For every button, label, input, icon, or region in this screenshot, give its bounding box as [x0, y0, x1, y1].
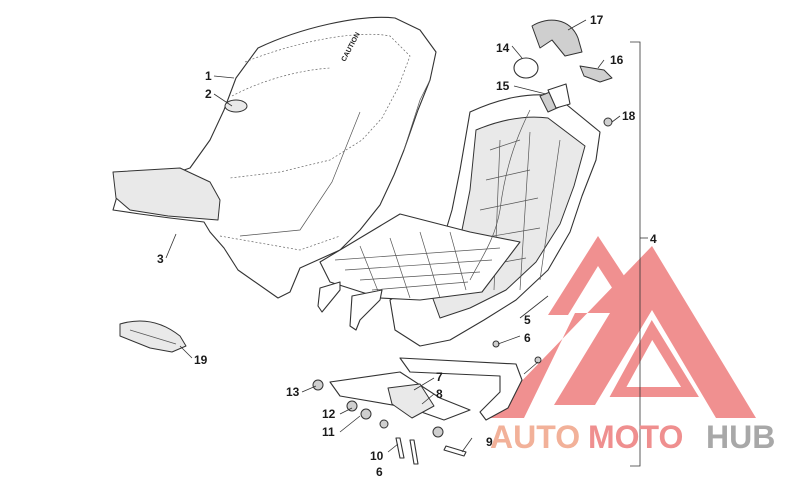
- callout-18: 18: [622, 109, 636, 123]
- callout-9: 9: [486, 435, 493, 449]
- watermark-small-triangle-icon: [609, 320, 699, 397]
- callout-14: 14: [496, 41, 510, 55]
- callout-10: 10: [370, 449, 384, 463]
- callout-6a: 6: [524, 331, 531, 345]
- callout-8: 8: [436, 387, 443, 401]
- callout-16: 16: [610, 53, 624, 67]
- callout-2: 2: [205, 87, 212, 101]
- callout-3: 3: [157, 252, 164, 266]
- callout-19: 19: [194, 353, 208, 367]
- seat-frame-tub: [317, 87, 601, 347]
- seat-badge: [224, 99, 248, 113]
- latch-hook: [579, 65, 613, 83]
- clamp-ring: [513, 57, 539, 79]
- callout-5: 5: [524, 313, 531, 327]
- callout-4: 4: [650, 232, 657, 246]
- mount-bracket: [312, 340, 542, 465]
- callout-15: 15: [496, 79, 510, 93]
- callout-11: 11: [322, 425, 335, 439]
- callout-6b: 6: [376, 465, 383, 479]
- watermark-text-moto: MOTO: [588, 419, 683, 455]
- callout-7: 7: [436, 370, 443, 384]
- seat-strap: [119, 320, 187, 353]
- watermark-text: AUTO MOTO HUB: [490, 419, 775, 455]
- watermark-inner-triangle-icon: [548, 236, 640, 315]
- watermark-triangle-icon: [486, 246, 756, 418]
- callout-12: 12: [322, 407, 336, 421]
- latch-cover: [531, 19, 583, 57]
- watermark-text-auto: AUTO: [490, 419, 580, 455]
- callout-1: 1: [205, 69, 212, 83]
- watermark-text-hub: HUB: [706, 419, 775, 455]
- watermark-logo: [486, 236, 756, 418]
- seat-cushion: CAUTION: [112, 16, 437, 299]
- bolt-18: [603, 117, 613, 127]
- latch-mount: [547, 83, 571, 109]
- callout-17: 17: [590, 13, 604, 27]
- callout-13: 13: [286, 385, 300, 399]
